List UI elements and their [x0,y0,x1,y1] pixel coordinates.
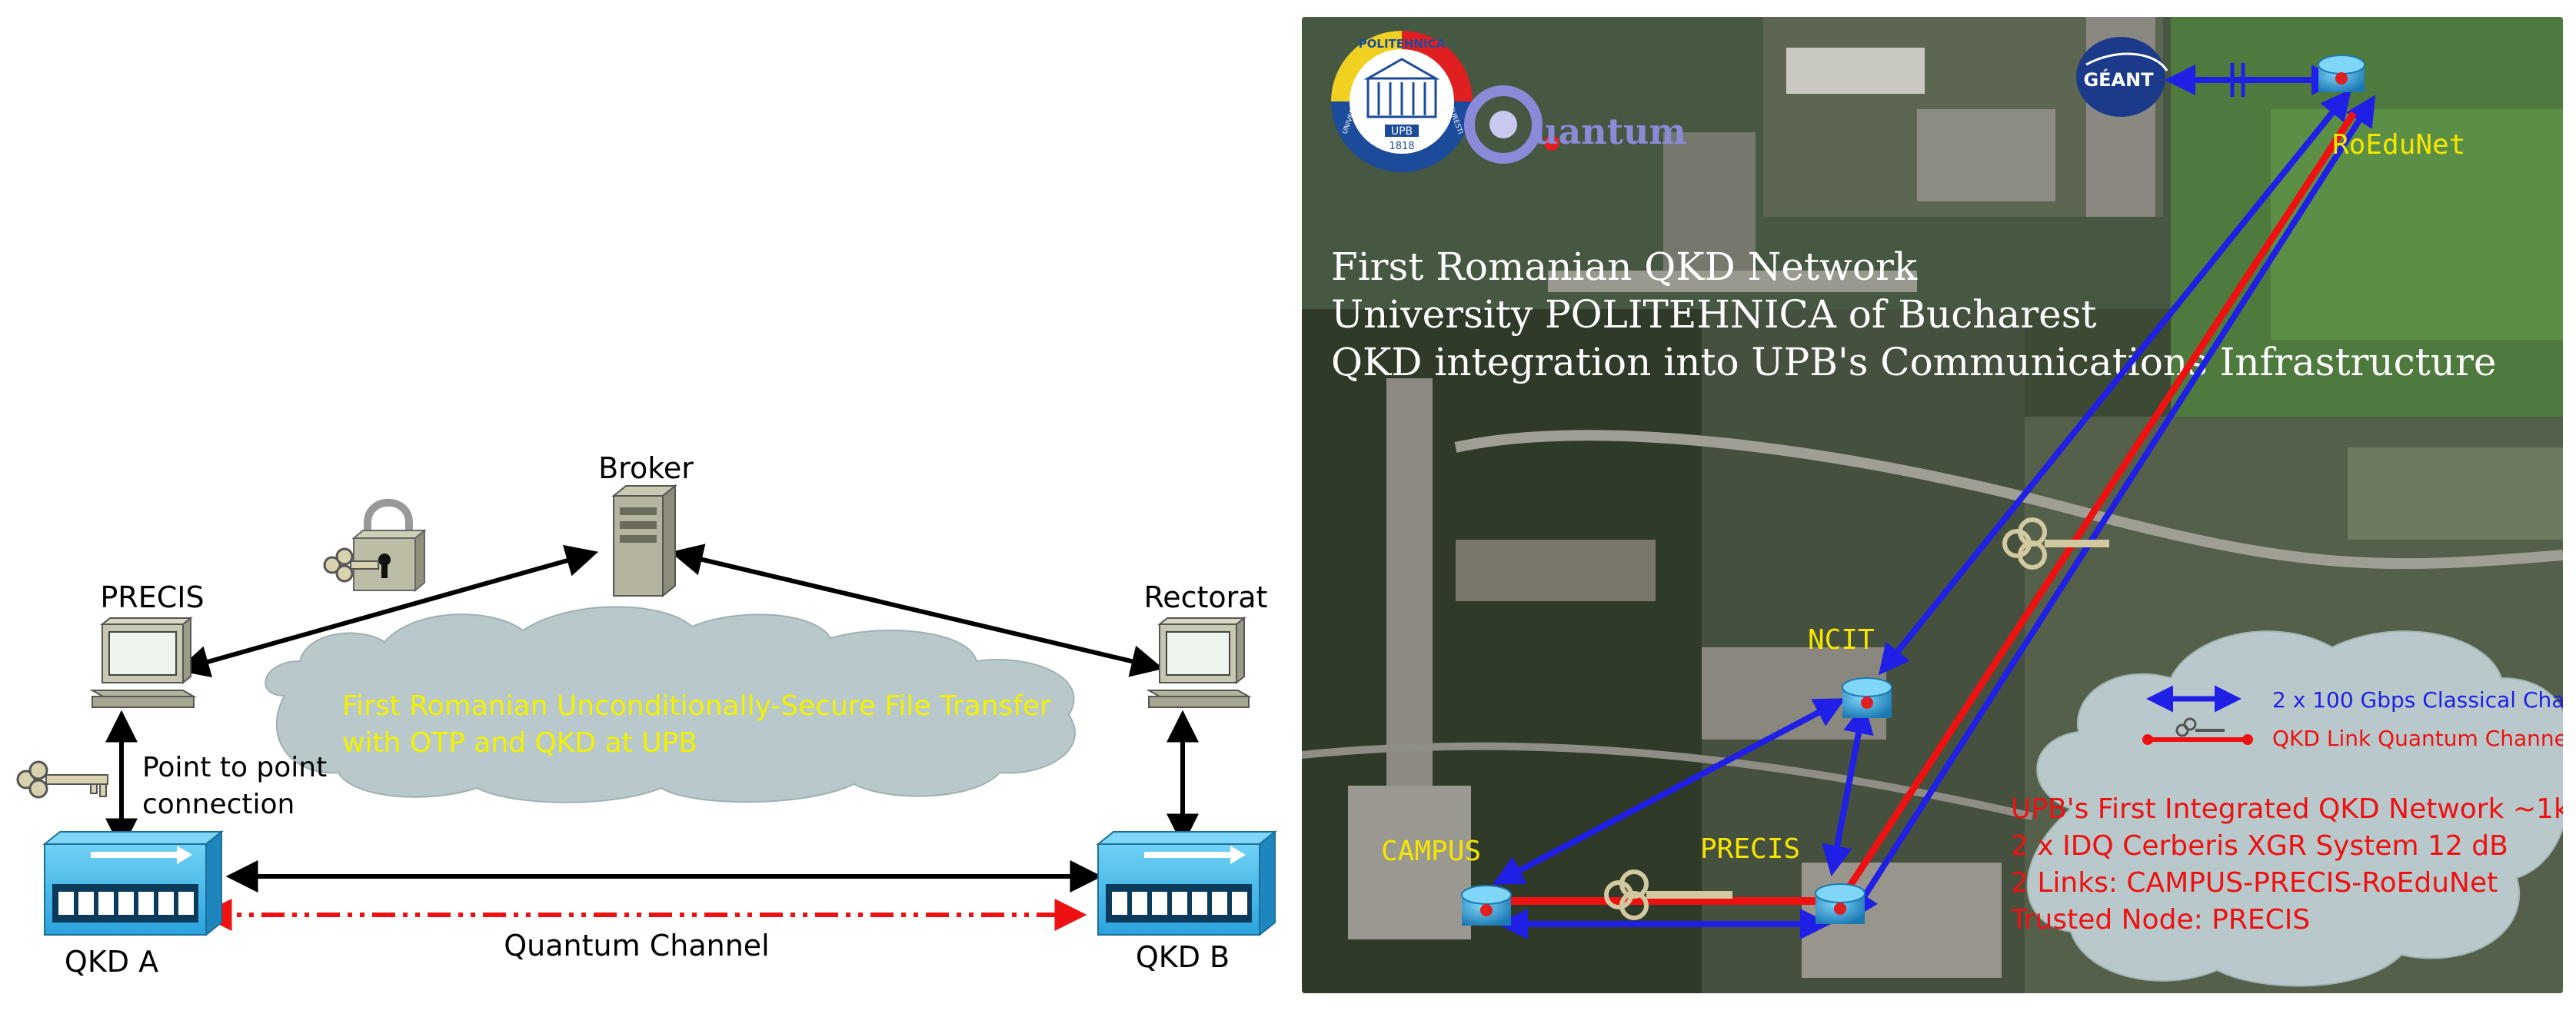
qkd-b-device-icon [1096,829,1277,937]
info-line3: 2 Links: CAMPUS-PRECIS-RoEduNet [2011,867,2498,899]
router-campus-icon [1461,885,1512,926]
upb-seal-abbr: UPB [1391,125,1413,138]
info-line1: UPB's First Integrated QKD Network ~1km [2011,793,2563,825]
qkd-b-label: QKD B [1136,940,1230,974]
rectorat-computer-icon [1146,616,1252,708]
broker-server-icon [611,484,677,598]
title-line2: University POLITEHNICA of Bucharest [1331,292,2096,337]
file-transfer-diagram-svg: First Romanian Unconditionally-Secure Fi… [16,451,1277,979]
qkd-network-map: UPB 1818 POLITEHNICA UNIVERSITATEA DIN B… [1302,17,2563,993]
p2p-label-line2: connection [142,789,295,820]
upb-seal-year: 1818 [1389,141,1414,152]
legend-quantum-label: QKD Link Quantum Channel [2272,726,2563,751]
rectorat-label: Rectorat [1144,580,1268,614]
legend-quantum-line [2142,734,2253,745]
node-label-campus: CAMPUS [1381,836,1481,867]
qkd-network-map-svg: UPB 1818 POLITEHNICA UNIVERSITATEA DIN B… [1302,17,2563,993]
title-line3: QKD integration into UPB's Communication… [1331,340,2496,384]
upb-seal-logo: UPB 1818 POLITEHNICA UNIVERSITATEA DIN B… [1331,31,1473,172]
info-line4: Trusted Node: PRECIS [2010,904,2310,936]
key-icon-campus-link [1604,869,1732,920]
router-precis-icon [1815,883,1865,924]
info-line2: 2 x IDQ Cerberis XGR System 12 dB [2011,830,2508,862]
cloud-text-line2: with OTP and QKD at UPB [342,727,697,759]
padlock-icon [351,498,427,593]
quantum-channel-label: Quantum Channel [504,929,769,962]
title-line1: First Romanian QKD Network [1331,244,1918,289]
key-icon-roedunet-link [2002,517,2109,570]
node-label-precis: PRECIS [1700,833,1800,865]
link-ncit-campus-classical [1492,698,1846,885]
key-icon [323,547,379,583]
legend-classical-label: 2 x 100 Gbps Classical Channel [2272,687,2563,713]
geant-logo-text: GÉANT [2083,68,2154,91]
p2p-label-line1: Point to point [142,752,327,783]
quantum-logo-text: uantum [1533,111,1686,152]
precis-label: PRECIS [100,580,204,614]
info-cloud [2026,630,2563,987]
upb-seal-top: POLITEHNICA [1359,37,1446,51]
node-label-roedunet: RoEduNet [2332,129,2465,161]
link-roedunet-precis-quantum [1837,111,2357,903]
cloud-text-line1: First Romanian Unconditionally-Secure Fi… [342,690,1051,722]
file-transfer-diagram: First Romanian Unconditionally-Secure Fi… [16,451,1277,979]
precis-computer-icon [89,616,197,708]
node-label-ncit: NCIT [1808,624,1875,656]
router-ncit-icon [1842,677,1892,718]
quantum-logo: uantum [1464,85,1686,164]
qkd-a-device-icon [42,829,224,937]
qkd-a-label: QKD A [65,945,158,979]
link-roedunet-precis-classical [1848,95,2376,922]
key-icon-precis [16,760,108,799]
link-broker-rectorat [670,544,1164,677]
broker-label: Broker [598,451,694,485]
legend-key-icon [2175,717,2225,737]
router-roedunet-icon [2318,55,2365,92]
link-ncit-precis-classical [1822,703,1874,876]
link-precis-broker [176,544,599,678]
